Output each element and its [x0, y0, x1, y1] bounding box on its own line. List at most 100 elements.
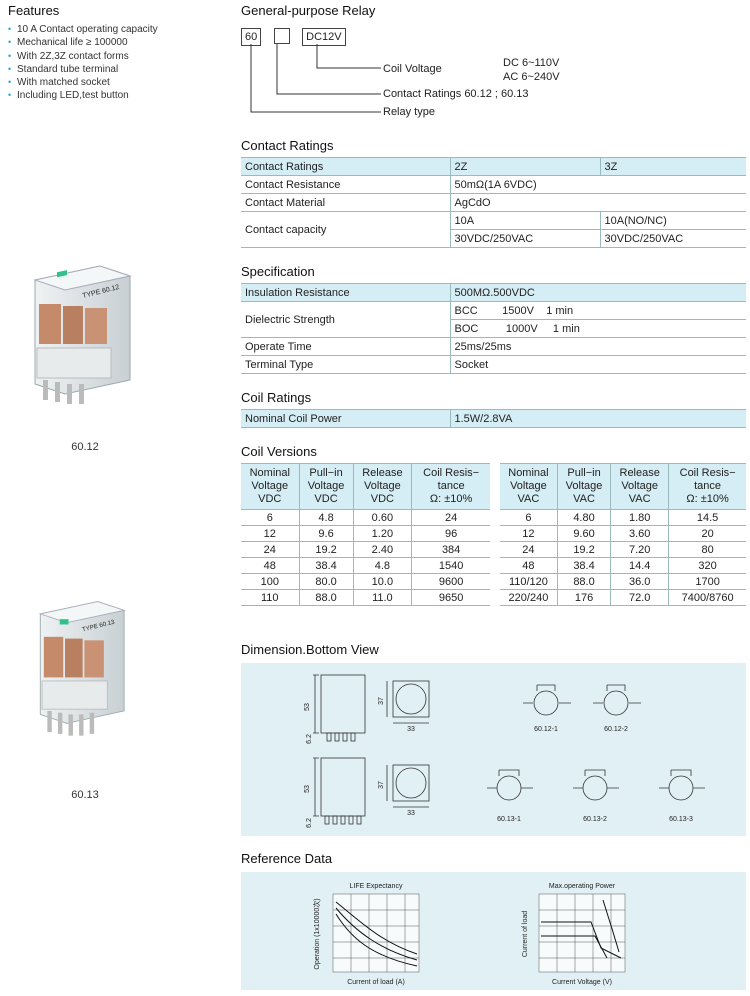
dimension-title: Dimension.Bottom View: [241, 642, 379, 657]
table-row: Dielectric Strength BCC 1500V 1 min: [241, 301, 746, 338]
coil-voltage-values: DC 6~110V AC 6~240V: [503, 56, 560, 84]
max-chart-ylabel: Current of load: [522, 911, 529, 957]
specification-title: Specification: [241, 264, 315, 279]
max-chart-xlabel: Current Voltage (V): [552, 979, 612, 986]
cell: 500MΩ.500VDC: [450, 283, 746, 302]
code-leader-lines: [250, 44, 381, 113]
cell: Operate Time: [241, 337, 451, 356]
cell: AgCdO: [450, 193, 746, 212]
code-boxes: 60 DC12V: [241, 27, 346, 46]
coil-voltage-ac: AC 6~240V: [503, 71, 560, 83]
cell: 25ms/25ms: [450, 337, 746, 356]
table-row: Contact capacity 10A 10A(NO/NC): [241, 211, 746, 248]
max-chart-title: Max.operating Power: [549, 883, 616, 890]
reference-title: Reference Data: [241, 851, 333, 866]
code-box-voltage: DC12V: [302, 28, 346, 46]
coil-voltage-label: Coil Voltage: [383, 63, 442, 75]
wiring-label: 60.13-3: [669, 816, 693, 823]
cell: 10A(NO/NC): [600, 211, 746, 230]
feature-item: With 2Z,3Z contact forms: [8, 50, 228, 64]
coil-ratings-title: Coil Ratings: [241, 390, 312, 405]
dimension-drawing: 53 37 33 6.2 53 37 33 6.2 60.12-1 60.12-…: [304, 674, 705, 828]
feature-item: Mechanical life ≥ 100000: [8, 36, 228, 50]
wiring-label: 60.13-1: [497, 816, 521, 823]
cell: 50mΩ(1A 6VDC): [450, 175, 746, 194]
table-row: Contact Material AgCdO: [241, 193, 746, 212]
relay-60-12-caption: 60.12: [71, 441, 99, 453]
cell: Contact Material: [241, 193, 451, 212]
life-chart-xlabel: Current of load (A): [347, 979, 405, 986]
life-chart-ylabel: Operation (1x10000次): [312, 898, 321, 969]
table-row: Contact Resistance 50mΩ(1A 6VDC): [241, 175, 746, 194]
table-row: Contact Ratings 2Z 3Z: [241, 157, 746, 176]
dim-height: 53: [304, 703, 311, 711]
code-box-contact: [273, 28, 290, 44]
relay-type-label: Relay type: [383, 106, 435, 118]
table-row: 30VDC/250VAC 30VDC/250VAC: [241, 229, 746, 248]
cell: Insulation Resistance: [241, 283, 451, 302]
relay-60-12-image: TYPE 60.12: [33, 265, 132, 404]
wiring-label: 60.12-2: [604, 726, 628, 733]
dim-socket-width: 33: [407, 726, 415, 733]
life-chart-title: LIFE Expectancy: [350, 883, 403, 890]
cell: BOC 1000V 1 min: [450, 319, 746, 338]
contact-ratings-label: Contact Ratings 60.12 ; 60.13: [383, 88, 529, 100]
dimension-panel: 53 37 33 6.2 53 37 33 6.2 60.12-1 60.12-…: [241, 663, 746, 836]
reference-charts: LIFE Expectancy Operation (1x10000次) Cur…: [312, 883, 626, 986]
wiring-label: 60.12-1: [534, 726, 558, 733]
coil-voltage-dc: DC 6~110V: [503, 57, 560, 69]
cell: 10A: [450, 211, 601, 230]
contact-ratings-table: Contact Ratings 2Z 3Z Contact Resistance…: [241, 157, 746, 248]
reference-panel: LIFE Expectancy Operation (1x10000次) Cur…: [241, 872, 746, 990]
gp-title: General-purpose Relay: [241, 3, 376, 18]
features-section: Features 10 A Contact operating capacity…: [8, 3, 228, 103]
dim-height-2: 53: [304, 785, 311, 793]
cell: 3Z: [600, 157, 746, 176]
feature-item: 10 A Contact operating capacity: [8, 23, 228, 37]
table-row: Nominal Coil Power 1.5W/2.8VA: [241, 409, 746, 428]
dim-socket-height-2: 37: [378, 781, 385, 789]
table-row: Insulation Resistance 500MΩ.500VDC: [241, 283, 746, 302]
cell: Dielectric Strength: [241, 301, 451, 338]
dim-socket-height: 37: [378, 697, 385, 705]
relay-60-13-image: TYPE 60.13: [38, 601, 126, 736]
feature-item: With matched socket: [8, 76, 228, 90]
table-row: Terminal Type Socket: [241, 355, 746, 374]
dim-socket-width-2: 33: [407, 810, 415, 817]
dim-pin-2: 6.2: [306, 818, 313, 828]
cell: 30VDC/250VAC: [600, 229, 746, 248]
dim-pin: 6.2: [306, 734, 313, 744]
table-row: Operate Time 25ms/25ms: [241, 337, 746, 356]
cell: Socket: [450, 355, 746, 374]
cell: Nominal Coil Power: [241, 409, 451, 428]
specification-table: Insulation Resistance 500MΩ.500VDC Diele…: [241, 283, 746, 374]
cell: Contact Ratings: [241, 157, 451, 176]
relay-60-13-caption: 60.13: [71, 789, 99, 801]
features-title: Features: [8, 3, 60, 18]
table-row: BOC 1000V 1 min: [241, 319, 746, 338]
cell: Contact Resistance: [241, 175, 451, 194]
cell: 2Z: [450, 157, 601, 176]
